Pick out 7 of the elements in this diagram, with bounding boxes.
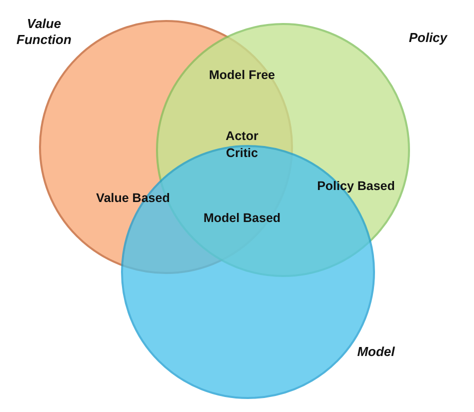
set-label: Value Function — [16, 16, 72, 48]
set-label: Policy — [408, 30, 448, 46]
region-label: Policy Based — [316, 178, 396, 195]
region-label: Model Free — [208, 67, 276, 84]
region-label: Actor Critic — [224, 128, 260, 162]
region-label: Model Based — [202, 210, 282, 227]
set-label: Model — [356, 344, 396, 360]
